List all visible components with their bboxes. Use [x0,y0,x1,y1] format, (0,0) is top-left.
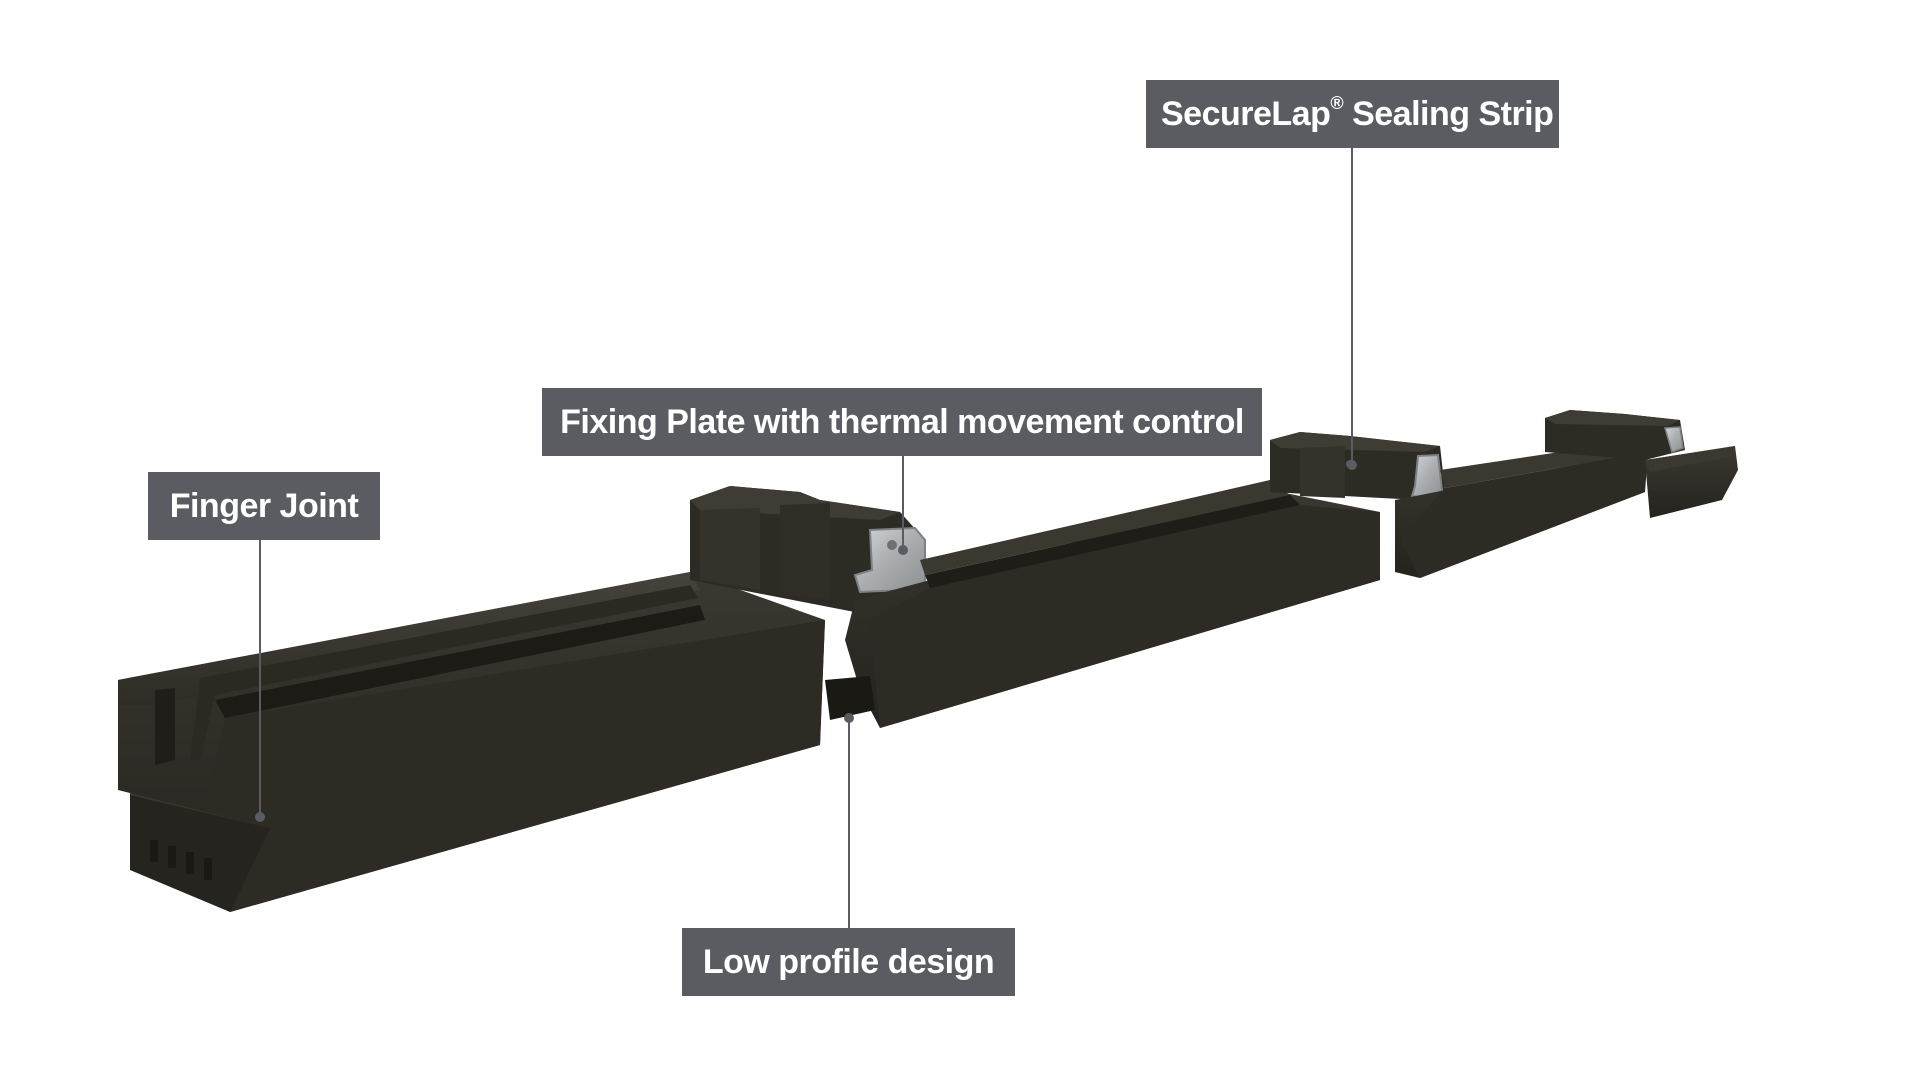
leader-fixing-plate [898,456,908,555]
dot-low-profile [844,713,854,723]
callout-finger-joint: Finger Joint [148,472,380,540]
dot-finger-joint [255,812,265,822]
leader-securelap [1347,148,1357,470]
callout-securelap-sealing-strip: SecureLap® Sealing Strip [1146,80,1559,148]
rail-segment-4 [1645,446,1738,518]
callout-low-profile-text: Low profile design [702,943,995,981]
leader-low-profile [844,713,854,928]
callout-securelap-name: SecureLap [1161,95,1331,133]
callout-fixing-plate-text: Fixing Plate with thermal movement contr… [560,403,1244,441]
fixing-block-3 [1545,410,1685,460]
dot-securelap [1347,460,1357,470]
callout-securelap-rest: Sealing Strip [1343,95,1554,133]
dot-fixing-plate [898,545,908,555]
registered-trademark-mark: ® [1330,92,1344,113]
rail-segment-1 [118,572,825,912]
callout-finger-joint-text: Finger Joint [169,487,359,525]
fixing-block-1 [690,486,926,615]
rail-segment-2 [825,480,1380,728]
callout-low-profile-design: Low profile design [682,928,1015,996]
leader-finger-joint [255,540,265,822]
callout-fixing-plate: Fixing Plate with thermal movement contr… [542,388,1262,456]
fixing-block-2 [1270,432,1445,500]
